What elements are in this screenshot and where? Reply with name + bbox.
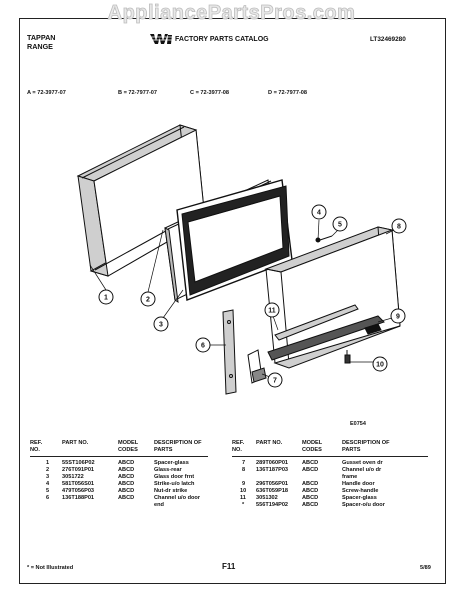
model-codes: ABCD (118, 474, 135, 480)
callout-9: 9 (396, 314, 400, 321)
footnote: * = Not Illustrated (27, 565, 74, 571)
part-no: 276T091P01 (62, 467, 95, 473)
callout-5: 5 (338, 222, 342, 229)
callout-1: 1 (104, 295, 108, 302)
screw-handle (344, 350, 351, 364)
header-description: DESCRIPTION OF PARTS (154, 440, 202, 453)
description: Spacer-o/u door (342, 502, 385, 508)
part-no: 3051302 (256, 495, 278, 501)
model-codes: ABCD (118, 495, 135, 501)
header-part-right: PART NO. (256, 440, 283, 446)
header-rule-right (232, 456, 428, 457)
model-codes: ABCD (118, 488, 135, 494)
catalog-code: LT32469280 (370, 36, 406, 43)
part-no: 636T059P18 (256, 488, 289, 494)
callout-11: 11 (268, 308, 276, 315)
header-part: PART NO. (62, 440, 89, 446)
description: Handle door (342, 481, 375, 487)
catalog-title: FACTORY PARTS CATALOG (175, 36, 269, 43)
header-description-right: DESCRIPTION OF PARTS (342, 440, 390, 453)
spacer-glass-frame (76, 124, 207, 277)
header-codes-right: MODEL CODES (302, 440, 323, 453)
model-a: A = 72-3977-07 (27, 90, 66, 96)
part-no: 556T194P02 (256, 502, 289, 508)
description: Nut-dr strike (154, 488, 188, 494)
gusset-oven-door (247, 349, 267, 384)
header-rule-left (30, 456, 208, 457)
model-d: D = 72-7977-08 (268, 90, 308, 96)
description: Gusset oven dr (342, 460, 383, 466)
header-ref-right: REF. NO. (232, 440, 245, 453)
callout-3: 3 (159, 322, 163, 329)
part-no: 289T060P01 (256, 460, 289, 466)
model-codes: ABCD (302, 481, 319, 487)
spacer-glass-strip (274, 304, 359, 341)
callout-7: 7 (273, 378, 277, 385)
model-codes: ABCD (118, 481, 135, 487)
channel-door-end (222, 309, 237, 395)
part-no: 581T056S01 (62, 481, 95, 487)
description: Glass door frnt (154, 474, 195, 480)
header-ref: REF. NO. (30, 440, 43, 453)
brand-line-2: RANGE (27, 42, 53, 51)
diagram-code: E0754 (350, 421, 366, 427)
model-codes: ABCD (302, 488, 319, 494)
ref-no: 3 (46, 474, 50, 480)
part-no: 136T188P01 (62, 495, 95, 501)
ref-no: 9 (242, 481, 246, 487)
model-codes: ABCD (118, 460, 135, 466)
page-number: F11 (222, 562, 236, 571)
description: Strike-u/o latch (154, 481, 195, 487)
brand-line-1: TAPPAN (27, 33, 56, 42)
ref-no: 8 (242, 467, 246, 473)
part-no: 3051722 (62, 474, 84, 480)
wci-logo-icon (150, 34, 172, 44)
description: Spacer-glass (342, 495, 377, 501)
ref-no: 11 (240, 495, 246, 501)
description: Channel u/o door end (154, 495, 200, 508)
model-codes: ABCD (302, 502, 319, 508)
glass-door-front (176, 179, 293, 301)
description: Screw-handle (342, 488, 379, 494)
callout-2: 2 (146, 297, 150, 304)
ref-no: * (242, 502, 245, 508)
callout-10: 10 (376, 362, 384, 369)
header-codes: MODEL CODES (118, 440, 139, 453)
model-b: B = 72-7977-07 (118, 90, 158, 96)
revision-date: 5/89 (420, 565, 431, 571)
model-codes: ABCD (302, 495, 319, 501)
callout-4: 4 (317, 210, 321, 217)
part-no: 296T056P01 (256, 481, 289, 487)
model-codes: ABCD (302, 460, 319, 466)
ref-no: 2 (46, 467, 50, 473)
watermark: AppliancePartsPros.com (107, 2, 356, 25)
description: Spacer-glass (154, 460, 189, 466)
part-no: 136T187P03 (256, 467, 289, 473)
callout-8: 8 (397, 224, 401, 231)
model-c: C = 72-3977-08 (190, 90, 230, 96)
model-codes: ABCD (118, 467, 135, 473)
model-codes: ABCD (302, 467, 319, 473)
ref-no: 5 (46, 488, 50, 494)
description: Channel u/o dr frame (342, 467, 382, 480)
description: Glass-rear (154, 467, 182, 473)
ref-no: 1 (46, 460, 50, 466)
ref-no: 10 (240, 488, 247, 494)
callout-6: 6 (201, 343, 205, 350)
door-handle (267, 315, 385, 361)
ref-no: 4 (46, 481, 50, 487)
ref-no: 7 (242, 460, 246, 466)
ref-no: 6 (46, 495, 50, 501)
part-no: 55ST106P02 (62, 460, 95, 466)
part-no: 479T056P03 (62, 488, 95, 494)
